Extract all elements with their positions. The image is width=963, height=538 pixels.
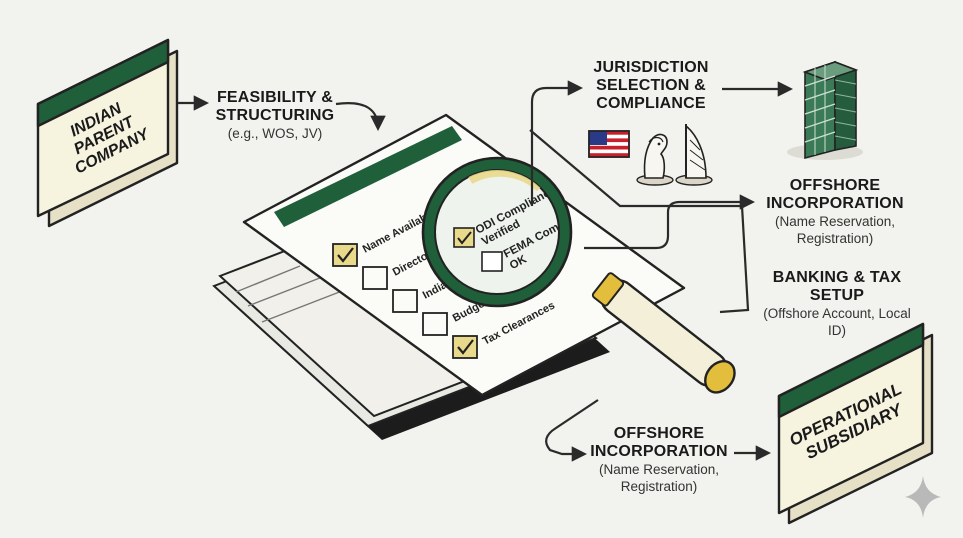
incorporation-right-title: OFFSHORE INCORPORATION [766,177,904,212]
banking-step: BANKING & TAX SETUP (Offshore Account, L… [762,269,912,339]
jurisdiction-step: JURISDICTION SELECTION & COMPLIANCE [578,59,724,113]
merlion-icon [636,133,674,186]
incorporation-bottom-note: (Name Reservation, Registration) [598,462,720,494]
incorporation-right-step: OFFSHORE INCORPORATION (Name Reservation… [760,177,910,247]
us-flag-icon [588,130,630,158]
checkmark-icon [337,247,354,263]
checkbox [481,251,503,272]
line-lens-to-banking [529,129,750,314]
checkbox [362,266,388,290]
incorporation-bottom-title: OFFSHORE INCORPORATION [590,425,728,460]
sparkle-icon [905,476,941,518]
burj-al-arab-icon [675,124,713,186]
subsidiary-card: OPERATIONALSUBSIDIARY [777,322,934,525]
incorporation-bottom-step: OFFSHORE INCORPORATION (Name Reservation… [584,425,734,495]
checkbox [332,243,358,267]
checkbox [453,227,475,248]
parent-company-card: INDIANPARENTCOMPANY [36,38,179,228]
feasibility-title: FEASIBILITY & STRUCTURING [215,89,335,124]
incorporation-right-note: (Name Reservation, Registration) [774,214,896,246]
checkbox [422,312,448,336]
magnifier-handle [591,272,736,394]
office-tower-icon [787,60,863,160]
banking-title: BANKING & TAX SETUP [772,269,902,304]
banking-note: (Offshore Account, Local ID) [763,306,911,338]
feasibility-note: (e.g., WOS, JV) [227,126,323,141]
arrow-feasibility-to-doc [335,102,386,132]
checkmark-icon [457,231,472,245]
connectors [178,80,794,462]
checkmark-icon [457,339,474,355]
feasibility-step: FEASIBILITY & STRUCTURING (e.g., WOS, JV… [208,89,342,142]
arrow-doc-to-jurisdiction [530,80,584,206]
checkbox [452,335,478,359]
jurisdiction-title: JURISDICTION SELECTION & COMPLIANCE [593,59,709,112]
arrow-lens-to-incorporation [584,194,756,250]
checkbox [392,289,418,313]
arrow-doc-to-bottom-incorporation [545,399,599,462]
